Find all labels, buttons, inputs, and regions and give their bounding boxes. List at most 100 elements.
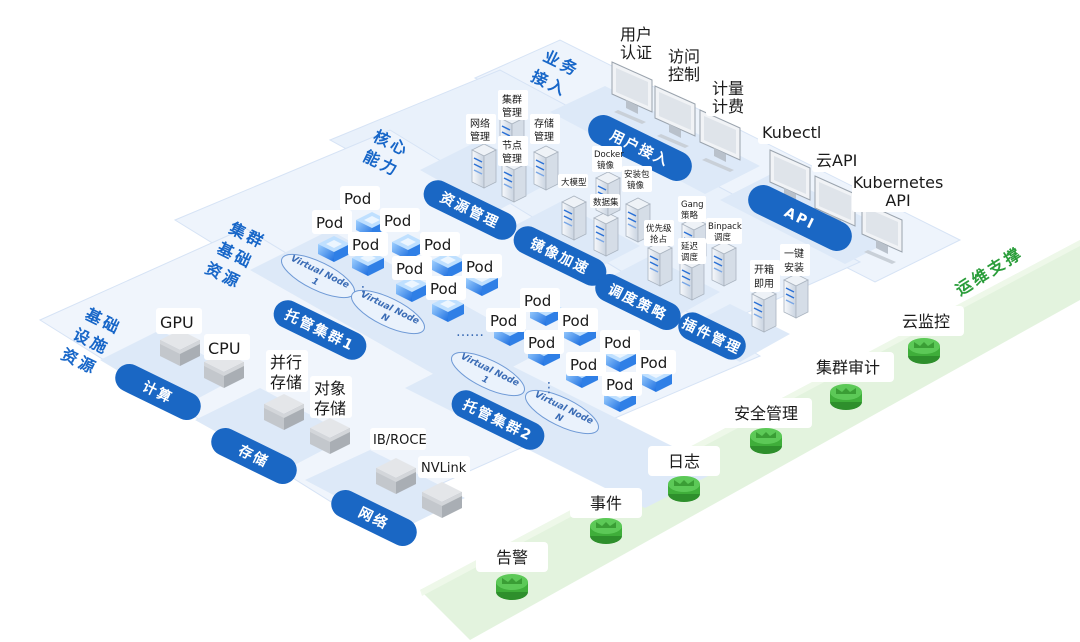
- svg-text:告警: 告警: [496, 548, 528, 567]
- alert-icon: [496, 574, 528, 600]
- svg-text:网络: 网络: [470, 117, 490, 130]
- svg-text:计量: 计量: [712, 79, 744, 98]
- label-metering-billing: 计量 计费: [706, 76, 748, 116]
- cluster-1-pods: Pod Pod Pod Pod Pod Pod Pod Pod: [312, 186, 502, 322]
- svg-text:Kubectl: Kubectl: [762, 123, 821, 142]
- pod-label: Pod: [600, 330, 640, 354]
- pod-label: Pod: [340, 186, 380, 210]
- server-icon: [593, 211, 619, 257]
- svg-text:Pod: Pod: [344, 190, 371, 208]
- pod-label: Pod: [520, 288, 560, 312]
- pod-label: Pod: [566, 352, 606, 376]
- label-kubernetes-api: Kubernetes API: [852, 170, 944, 212]
- svg-text:计费: 计费: [712, 97, 744, 116]
- label-cpu: CPU: [204, 334, 250, 360]
- label-docker-image: Docker 镜像: [592, 146, 624, 172]
- svg-text:镜像: 镜像: [597, 160, 615, 171]
- svg-text:调度: 调度: [714, 232, 732, 243]
- svg-text:Pod: Pod: [396, 260, 423, 278]
- server-icon: [471, 143, 497, 189]
- svg-text:Binpack: Binpack: [708, 222, 742, 232]
- svg-text:Docker: Docker: [594, 150, 624, 160]
- pod-label: Pod: [558, 308, 598, 332]
- svg-text:安装: 安装: [784, 261, 804, 274]
- pod-label: Pod: [486, 308, 526, 332]
- label-priority-preempt: 优先级 抢占: [644, 220, 674, 246]
- label-llm: 大模型: [558, 174, 588, 188]
- svg-text:开箱: 开箱: [754, 263, 774, 276]
- svg-text:Pod: Pod: [528, 334, 555, 352]
- ops-item-security: 安全管理: [720, 398, 812, 454]
- pod-label: Pod: [524, 330, 564, 354]
- svg-text:Pod: Pod: [640, 354, 667, 372]
- svg-text:云监控: 云监控: [902, 312, 950, 331]
- svg-text:大模型: 大模型: [561, 177, 587, 188]
- ops-item-audit: 集群审计: [802, 352, 894, 410]
- cluster-1-vdots: ⋮: [356, 284, 370, 300]
- svg-text:Pod: Pod: [352, 236, 379, 254]
- server-icon: [783, 273, 809, 319]
- svg-text:CPU: CPU: [208, 339, 241, 358]
- svg-text:Pod: Pod: [430, 280, 457, 298]
- pod-label: Pod: [462, 254, 502, 278]
- label-object-storage: 对象 存储: [310, 376, 352, 418]
- svg-text:Pod: Pod: [424, 236, 451, 254]
- label-gpu: GPU: [156, 308, 202, 334]
- svg-text:存储: 存储: [534, 117, 554, 130]
- svg-text:事件: 事件: [590, 494, 622, 513]
- label-access-control: 访问 控制: [662, 44, 704, 84]
- svg-text:并行: 并行: [270, 353, 302, 372]
- label-dataset: 数据集: [590, 194, 620, 208]
- label-node-mgmt: 节点 管理: [498, 136, 528, 166]
- audit-icon: [830, 384, 862, 410]
- pod-label: Pod: [348, 232, 388, 256]
- label-gang-policy: Gang 策略: [678, 196, 706, 222]
- svg-text:N: N: [379, 312, 391, 324]
- label-delay-schedule: 延迟 调度: [678, 238, 706, 264]
- svg-text:集群审计: 集群审计: [816, 358, 880, 377]
- svg-text:API: API: [885, 191, 910, 210]
- svg-text:管理: 管理: [534, 130, 554, 143]
- svg-text:数据集: 数据集: [593, 197, 619, 208]
- pod-label: Pod: [426, 276, 466, 300]
- svg-text:IB/ROCE: IB/ROCE: [373, 433, 427, 448]
- cluster-ellipsis: ……: [456, 324, 484, 340]
- svg-text:云API: 云API: [816, 151, 857, 170]
- ops-item-log: 日志: [648, 446, 720, 502]
- ops-item-monitor: 云监控: [888, 306, 964, 364]
- svg-text:Pod: Pod: [384, 212, 411, 230]
- pod-label: Pod: [420, 232, 460, 256]
- svg-text:调度: 调度: [681, 252, 699, 263]
- svg-text:用户: 用户: [620, 25, 652, 44]
- svg-text:安全管理: 安全管理: [734, 404, 798, 423]
- svg-text:NVLink: NVLink: [421, 461, 467, 476]
- label-binpack: Binpack 调度: [706, 218, 742, 244]
- server-icon: [561, 195, 587, 241]
- security-icon: [750, 428, 782, 454]
- label-user-auth: 用户 认证: [614, 22, 656, 62]
- svg-text:对象: 对象: [314, 379, 346, 398]
- ops-item-event: 事件: [570, 488, 642, 544]
- svg-text:1: 1: [480, 374, 490, 386]
- svg-text:延迟: 延迟: [681, 241, 699, 252]
- svg-text:安装包: 安装包: [624, 169, 650, 180]
- label-ib-roce: IB/ROCE: [370, 428, 427, 450]
- svg-text:GPU: GPU: [160, 313, 194, 332]
- svg-text:Pod: Pod: [466, 258, 493, 276]
- svg-text:N: N: [553, 412, 565, 424]
- label-kubectl: Kubectl: [758, 118, 828, 144]
- label-network-mgmt: 网络 管理: [466, 114, 496, 144]
- svg-text:Pod: Pod: [316, 214, 343, 232]
- ops-item-alert: 告警: [476, 542, 548, 600]
- svg-text:控制: 控制: [668, 65, 700, 84]
- svg-text:节点: 节点: [502, 140, 522, 152]
- server-icon: [711, 241, 737, 287]
- svg-text:Pod: Pod: [606, 376, 633, 394]
- server-icon: [647, 241, 673, 287]
- svg-text:Pod: Pod: [562, 312, 589, 330]
- svg-text:镜像: 镜像: [627, 180, 645, 191]
- pod-label: Pod: [380, 208, 420, 232]
- pill-image-accel: 镜像加速: [513, 226, 607, 286]
- svg-text:集群: 集群: [502, 93, 522, 106]
- svg-text:策略: 策略: [681, 210, 699, 221]
